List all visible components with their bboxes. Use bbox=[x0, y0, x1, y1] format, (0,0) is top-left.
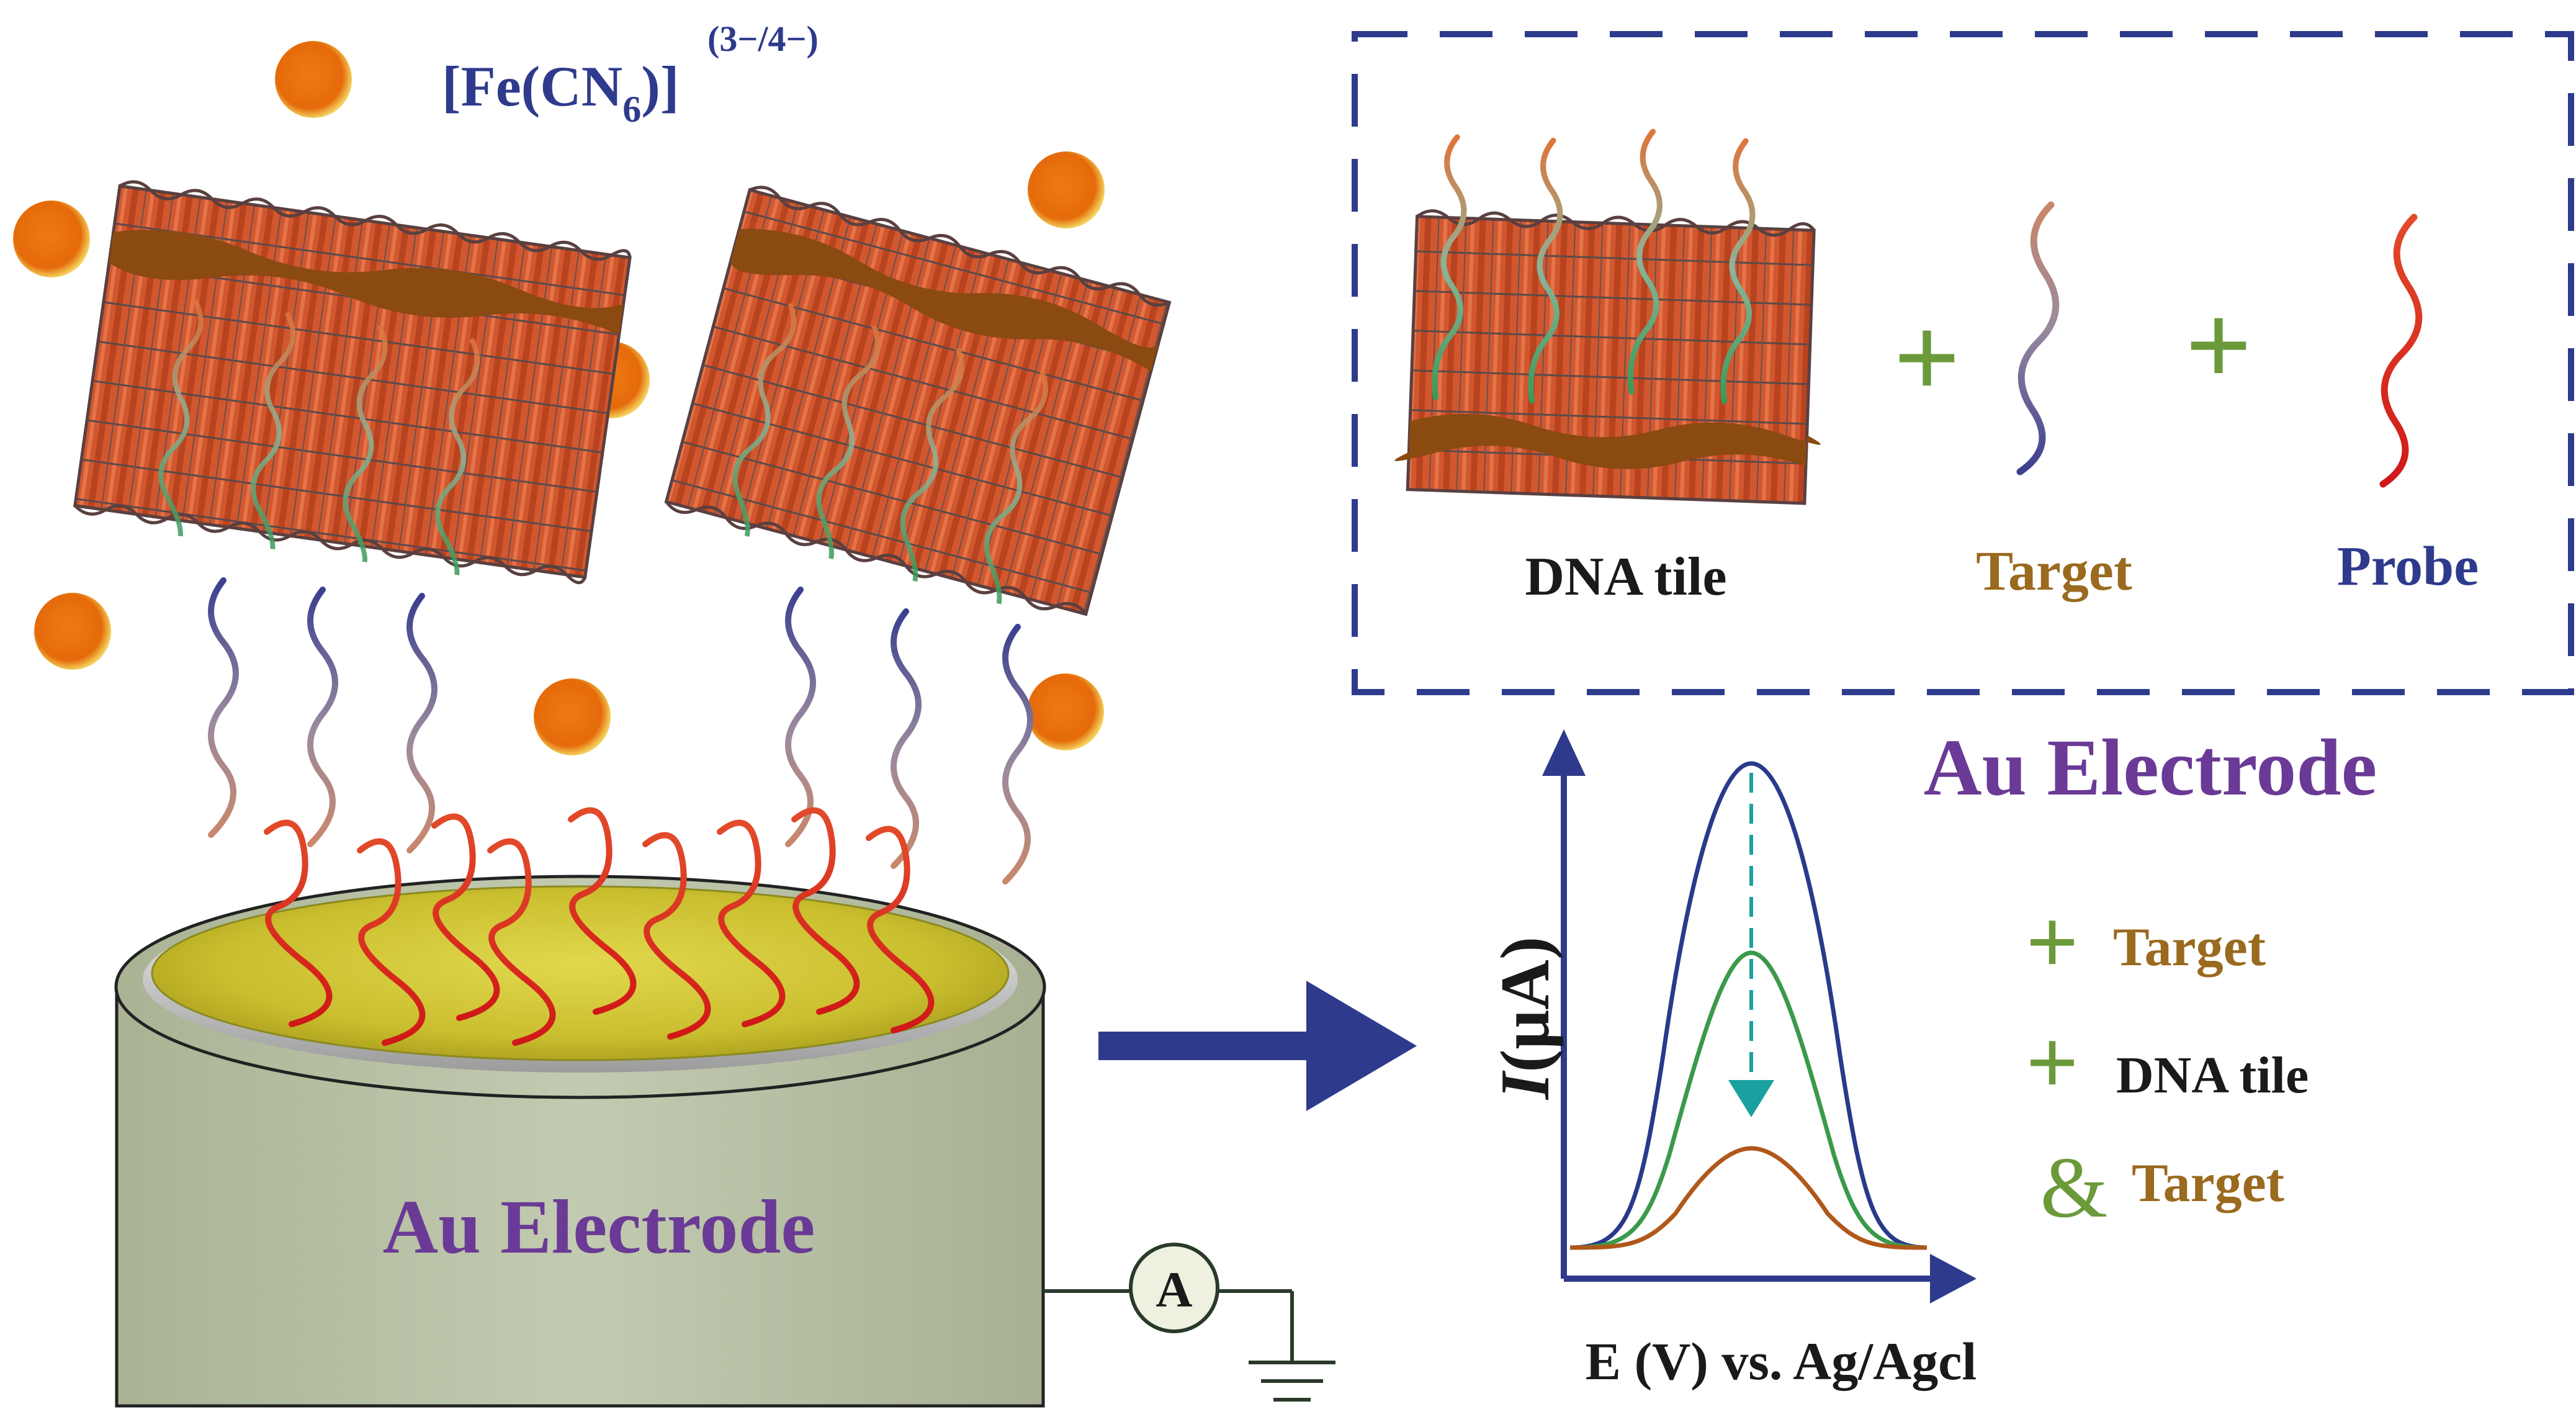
ion-charge-label: (3−/4−) bbox=[707, 19, 819, 59]
peak-curves bbox=[1569, 761, 1928, 1250]
legend-dna-tile bbox=[1394, 128, 1821, 505]
ion-icon bbox=[1027, 673, 1104, 750]
curve-key-symbol: + bbox=[2026, 891, 2078, 994]
ion-formula-close: )] bbox=[641, 55, 679, 118]
peak-curve-target-tile bbox=[1569, 1146, 1928, 1250]
ammeter-circuit bbox=[1043, 1289, 1335, 1402]
legend-box bbox=[1352, 31, 2574, 695]
curve-key-text: DNA tile bbox=[2116, 1047, 2309, 1104]
legend-target-label: Target bbox=[1976, 541, 2132, 602]
ion-formula-main: [Fe(CN bbox=[442, 55, 622, 118]
ion-formula-label: [Fe(CN6)] bbox=[442, 55, 679, 130]
ion-icon bbox=[534, 678, 611, 755]
ammeter-icon bbox=[1129, 1243, 1219, 1333]
gold-electrode bbox=[114, 875, 1046, 1408]
curve-key-symbol: & bbox=[2040, 1140, 2108, 1236]
y-axis-label: I(μA) bbox=[1487, 937, 1564, 1101]
ion-icon bbox=[34, 593, 111, 670]
curve-key-text: Target bbox=[2113, 917, 2266, 978]
target-strands bbox=[208, 577, 1033, 885]
ion-icon bbox=[1028, 151, 1105, 228]
legend-plus-icon: + bbox=[2185, 281, 2252, 411]
y-axis-unit: (μA) bbox=[1487, 937, 1564, 1073]
dna-tile-right bbox=[664, 186, 1172, 616]
process-arrow-icon bbox=[1098, 981, 1417, 1111]
peak-curve-target bbox=[1569, 950, 1928, 1250]
peak-curve-probe bbox=[1569, 761, 1928, 1250]
legend-probe-strand bbox=[2379, 214, 2423, 488]
decrease-arrowhead-icon bbox=[1728, 1080, 1774, 1117]
dna-tile-left bbox=[73, 180, 632, 585]
legend-plus-icon: + bbox=[1893, 293, 1960, 423]
ion-formula-subscript: 6 bbox=[622, 89, 641, 130]
ion-icon bbox=[275, 41, 352, 118]
graph-title: Au Electrode bbox=[1924, 723, 2377, 813]
curve-key: + Target + DNA tile & Target bbox=[2026, 891, 2309, 1236]
curve-key-text: Target bbox=[2132, 1153, 2284, 1213]
legend-dna-tile-label: DNA tile bbox=[1525, 547, 1726, 607]
curve-key-symbol: + bbox=[2026, 1011, 2078, 1114]
probe-strands bbox=[264, 807, 935, 1046]
ion-icon bbox=[13, 200, 90, 277]
graph-axes bbox=[1542, 729, 1977, 1303]
x-axis-label: E (V) vs. Ag/Agcl bbox=[1586, 1331, 1977, 1391]
electrode-label: Au Electrode bbox=[383, 1184, 815, 1269]
legend-target-strand bbox=[2016, 201, 2060, 475]
legend-probe-label: Probe bbox=[2337, 536, 2479, 597]
y-axis-italic: I bbox=[1487, 1070, 1564, 1101]
ammeter-label: A bbox=[1156, 1261, 1192, 1318]
